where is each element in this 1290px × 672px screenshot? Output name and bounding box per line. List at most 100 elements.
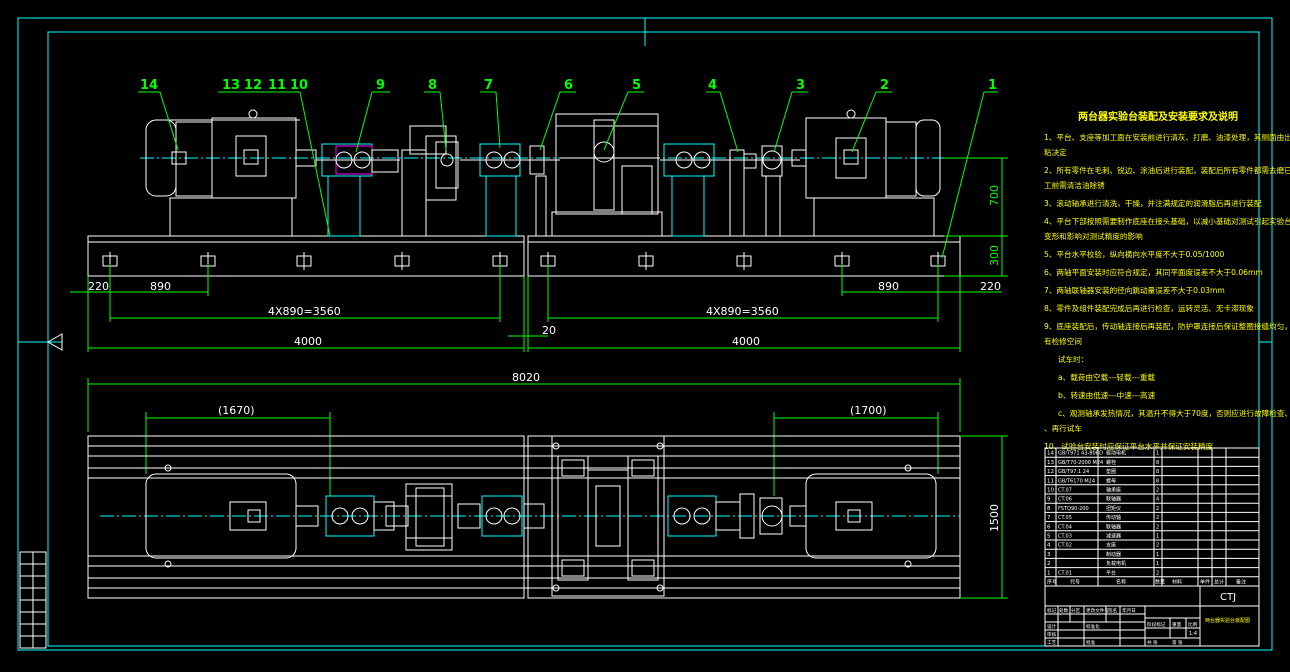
- bom-qty: 1: [1156, 534, 1159, 540]
- bom-name: 扭矩仪: [1106, 505, 1121, 512]
- note-7: 7、两轴联轴器安装的径向跳动量误差不大于0.03mm: [1044, 285, 1225, 295]
- bom-header-0: 序号: [1047, 579, 1057, 586]
- torque-meter-front: [401, 125, 459, 237]
- top-bolt-6: [656, 442, 664, 450]
- bom-qty: 8: [1156, 469, 1159, 475]
- bom-header-4: 材料: [1172, 579, 1182, 586]
- bom-name: 制动器: [1106, 551, 1121, 558]
- note-13: c、观测轴承发热情况，其温升不得大于70度，否则应进行故障检查、调试、再行试车: [1044, 408, 1290, 433]
- bom-qty: 1: [1156, 561, 1159, 567]
- bom-header-5: 单件: [1200, 579, 1210, 586]
- front-horizontal-dims: [70, 264, 1002, 352]
- title-label-1: 处数: [1059, 607, 1069, 614]
- dim-right-220: 220: [980, 280, 1001, 293]
- note-11: a、载荷由空载---轻载---重载: [1058, 372, 1155, 382]
- revision-strip: [19, 551, 47, 649]
- top-bolt-group: [164, 442, 912, 592]
- dim-1500: 1500: [988, 504, 1001, 532]
- gearbox-top: [551, 435, 665, 597]
- balloon-5: 5: [632, 78, 641, 93]
- load-motor-front: [791, 109, 941, 237]
- top-bolt-5: [552, 584, 560, 592]
- dim-right-4000: 4000: [732, 335, 760, 348]
- bom-code: GB/T6170 M24: [1058, 478, 1095, 484]
- note-1: 1、平台、支座等加工面在安装前进行清灰、打磨、油漆处理，其侧面由出土粘决定: [1044, 132, 1290, 157]
- drive-motor-front: [145, 109, 317, 237]
- bom-name: 负载电机: [1106, 560, 1126, 567]
- bom-qty: 2: [1156, 570, 1159, 576]
- bom-no: 13: [1047, 460, 1054, 466]
- top-bolt-1: [164, 560, 172, 568]
- bom-code: CT.04: [1058, 524, 1072, 530]
- balloon-7: 7: [484, 78, 493, 93]
- title-label-3: 更改文件号: [1086, 607, 1109, 614]
- bed-bolt-3: [394, 252, 410, 270]
- note-2: 2、所有零件在毛刺、锐边、涂油后进行装配，装配后所有零件都需去磨已加工前需清洁油…: [1044, 165, 1290, 190]
- bom-code: CT.05: [1058, 515, 1072, 521]
- title-label-11: 阶段标记: [1147, 621, 1166, 628]
- bom-qty: 2: [1156, 488, 1159, 494]
- balloon-2: 2: [880, 78, 889, 93]
- note-10: 试车时：: [1058, 354, 1088, 364]
- dim-700: 700: [988, 185, 1001, 206]
- title-scale: 1:4: [1189, 631, 1197, 637]
- balloon-6: 6: [564, 78, 573, 93]
- bom-name: 减速器: [1106, 533, 1121, 540]
- bed-bolt-2: [296, 252, 312, 270]
- bom-no: 8: [1047, 506, 1051, 512]
- bom-name: 螺栓: [1106, 459, 1116, 466]
- title-label-12: 重量: [1172, 621, 1182, 628]
- front-vertical-dims: [944, 157, 1008, 277]
- note-4: 4、平台下部按照需要制作底座在接头基础，以减小基础对测试引起实验台的变形和影响对…: [1044, 216, 1290, 241]
- front-bed-left: [87, 235, 525, 277]
- dim-left-4000: 4000: [294, 335, 322, 348]
- title-label-0: 标记: [1047, 607, 1057, 614]
- bom-header-1: 代号: [1070, 579, 1080, 586]
- dim-1700: (1700): [850, 404, 887, 417]
- gearbox-front: [551, 113, 663, 237]
- bom-no: 5: [1047, 534, 1051, 540]
- balloon-4: 4: [708, 78, 717, 93]
- note-6: 6、两轴平面安装时应符合规定，其同平面度误差不大于0.06mm: [1044, 267, 1263, 277]
- inner-frame: [47, 31, 1260, 647]
- bom-qty: 1: [1156, 451, 1159, 457]
- dim-left-220: 220: [88, 280, 109, 293]
- bom-code: GB/T971 43-80BD: [1058, 451, 1103, 457]
- note-12: b、转速由低速---中速---高速: [1058, 390, 1156, 400]
- dim-left-4x890: 4X890=3560: [268, 305, 341, 318]
- note-5: 5、平台水平校验，纵向横向水平度不大于0.05/1000: [1044, 249, 1224, 259]
- notes-title: 两台器实验台装配及安装要求及说明: [1078, 110, 1238, 123]
- bom-header-7: 备注: [1236, 579, 1246, 586]
- balloon-9: 9: [376, 78, 385, 93]
- bom-code: GB/T97.1 24: [1058, 469, 1089, 475]
- bom-name: 驱动电机: [1106, 450, 1126, 457]
- balloon-11: 11: [268, 78, 286, 93]
- title-label-8: 审核: [1047, 631, 1057, 638]
- left-shaft-assembly-top: [325, 495, 409, 537]
- bom-no: 3: [1047, 552, 1051, 558]
- bom-name: 传动轴: [1106, 514, 1121, 521]
- technical-notes: 两台器实验台装配及安装要求及说明 1、平台、支座等加工面在安装前进行清灰、打磨、…: [1044, 110, 1290, 451]
- balloon-13: 13: [222, 78, 240, 93]
- bom-no: 6: [1047, 524, 1051, 530]
- bom-qty: 8: [1156, 478, 1159, 484]
- bom-name: 螺母: [1106, 477, 1116, 484]
- bom-header-2: 名称: [1116, 579, 1126, 586]
- bom-no: 10: [1047, 488, 1054, 494]
- title-label-15: 第 张: [1172, 639, 1183, 646]
- bom-header-6: 总计: [1214, 579, 1224, 586]
- dim-8020: 8020: [512, 371, 540, 384]
- top-bolt-2: [904, 464, 912, 472]
- title-label-4: 签名: [1108, 607, 1117, 614]
- drive-motor-top: [145, 473, 319, 559]
- title-block: CTJ 两台器实验台装配图 1:4 标记处数分区更改文件号签名年月日设计标准化审…: [1044, 585, 1260, 647]
- top-bolt-4: [552, 442, 560, 450]
